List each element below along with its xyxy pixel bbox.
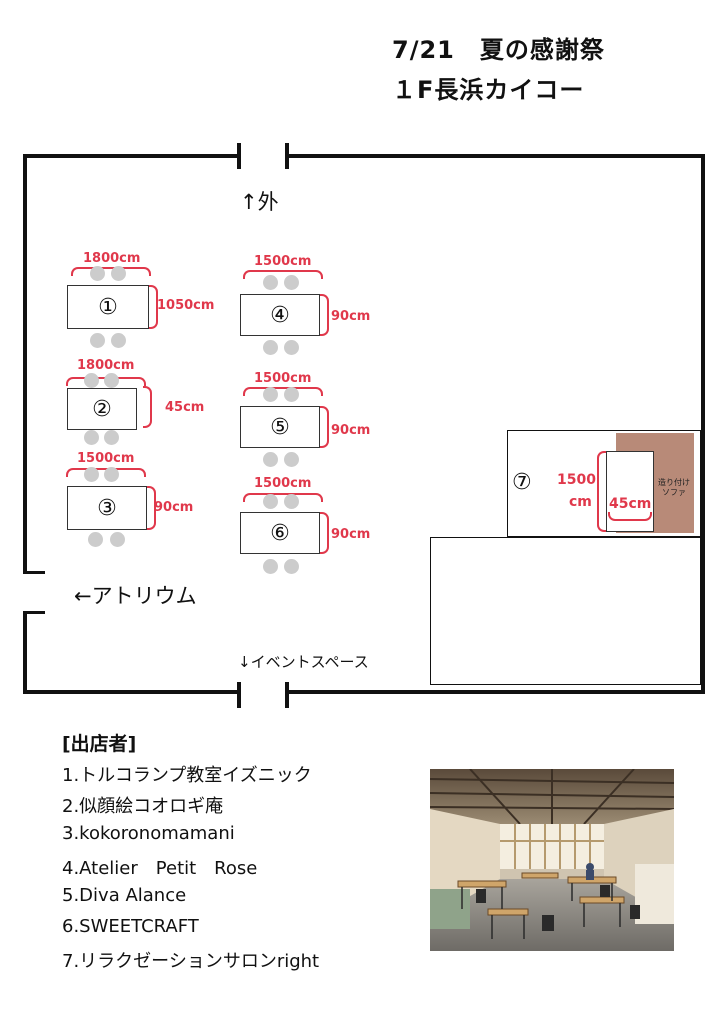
table-4-number: ④ [270, 302, 290, 328]
chair [104, 467, 119, 482]
wall-top-left [23, 154, 239, 158]
chair [284, 494, 299, 509]
wall-top-right [288, 154, 705, 158]
table-3-number: ③ [97, 495, 117, 521]
table-6-width-label: 1500cm [254, 476, 312, 491]
wall-right [701, 154, 705, 694]
chair [263, 275, 278, 290]
door-top-tick-right [285, 143, 289, 169]
chair [111, 266, 126, 281]
chair [263, 340, 278, 355]
door-top-tick-left [237, 143, 241, 169]
chair [263, 494, 278, 509]
table-3: ③ [67, 486, 147, 530]
sofa-label: 造り付け ソファ [655, 478, 693, 498]
sofa-label-line2: ソファ [662, 488, 686, 497]
table-5-width-bracket [243, 387, 323, 396]
table-2-width-label: 1800cm [77, 358, 135, 373]
chair [263, 387, 278, 402]
table-4-width-bracket [243, 270, 323, 279]
table-4-width-label: 1500cm [254, 254, 312, 269]
chair [284, 387, 299, 402]
exhibitor-item-4: 4.Atelier Petit Rose [62, 858, 258, 879]
table-3-width-label: 1500cm [77, 451, 135, 466]
event-space-label: ↓イベントスペース [238, 653, 369, 671]
table-2: ② [67, 388, 137, 430]
wall-bottom-left [23, 690, 239, 694]
table-2-number: ② [92, 396, 112, 422]
adjacent-room [430, 537, 701, 685]
exhibitor-item-7: 7.リラクゼーションサロンright [62, 951, 320, 972]
venue-photo [430, 769, 674, 951]
chair [104, 373, 119, 388]
chair [263, 452, 278, 467]
exhibitors-heading: [出店者] [62, 733, 137, 755]
table-3-depth-bracket [147, 486, 156, 530]
table-3-depth-label: 90cm [154, 500, 194, 515]
table-6: ⑥ [240, 512, 320, 554]
booth-7-width-bracket [608, 512, 652, 521]
wall-left-lower [23, 612, 27, 694]
table-1: ① [67, 285, 149, 329]
table-1-depth-label: 1050cm [157, 298, 215, 313]
booth-7-table [606, 451, 654, 532]
table-1-depth-bracket [149, 285, 158, 329]
sofa-label-line1: 造り付け [658, 478, 690, 487]
wall-bottom-right [288, 690, 705, 694]
booth-7-height-label-1: 1500 [557, 472, 596, 488]
door-bottom-tick-left [237, 682, 241, 708]
table-6-width-bracket [243, 493, 323, 502]
table-5-width-label: 1500cm [254, 371, 312, 386]
table-4-depth-bracket [320, 294, 329, 336]
booth-7-width-label: 45cm [609, 496, 652, 512]
exhibitor-item-3: 3.kokoronomamani [62, 823, 235, 844]
chair [90, 266, 105, 281]
chair [84, 467, 99, 482]
atrium-label: ←アトリウム [74, 584, 197, 608]
chair [284, 340, 299, 355]
door-left-tick-top [23, 571, 45, 574]
chair [104, 430, 119, 445]
exhibitor-item-6: 6.SWEETCRAFT [62, 916, 199, 937]
door-left-tick-bottom [23, 611, 45, 614]
chair [284, 559, 299, 574]
chair [84, 373, 99, 388]
table-5-depth-bracket [320, 406, 329, 448]
venue-photo-illustration [430, 769, 674, 951]
table-6-depth-bracket [320, 512, 329, 554]
chair [284, 452, 299, 467]
chair [84, 430, 99, 445]
table-5-number: ⑤ [270, 414, 290, 440]
exhibitor-item-5: 5.Diva Alance [62, 885, 187, 906]
booth-7-height-bracket [597, 451, 606, 532]
event-title: 7/21 夏の感謝祭 [392, 36, 605, 64]
table-4: ④ [240, 294, 320, 336]
chair [111, 333, 126, 348]
booth-7-height-label-2: cm [569, 494, 592, 510]
exhibitor-item-2: 2.似顔絵コオロギ庵 [62, 796, 224, 817]
door-bottom-tick-right [285, 682, 289, 708]
chair [110, 532, 125, 547]
exhibitor-item-1: 1.トルコランプ教室イズニック [62, 765, 312, 786]
outside-label: ↑外 [240, 190, 279, 214]
table-6-depth-label: 90cm [331, 527, 371, 542]
chair [263, 559, 278, 574]
table-2-depth-label: 45cm [165, 400, 205, 415]
table-1-width-label: 1800cm [83, 251, 141, 266]
table-2-depth-bracket [143, 386, 152, 428]
chair [284, 275, 299, 290]
table-6-number: ⑥ [270, 520, 290, 546]
wall-left-upper [23, 154, 27, 572]
table-4-depth-label: 90cm [331, 309, 371, 324]
table-5: ⑤ [240, 406, 320, 448]
table-1-width-bracket [71, 267, 151, 276]
booth-7-number: ⑦ [512, 470, 532, 495]
chair [90, 333, 105, 348]
table-5-depth-label: 90cm [331, 423, 371, 438]
chair [88, 532, 103, 547]
venue-title: １F長浜カイコー [392, 76, 585, 104]
table-1-number: ① [98, 294, 118, 320]
